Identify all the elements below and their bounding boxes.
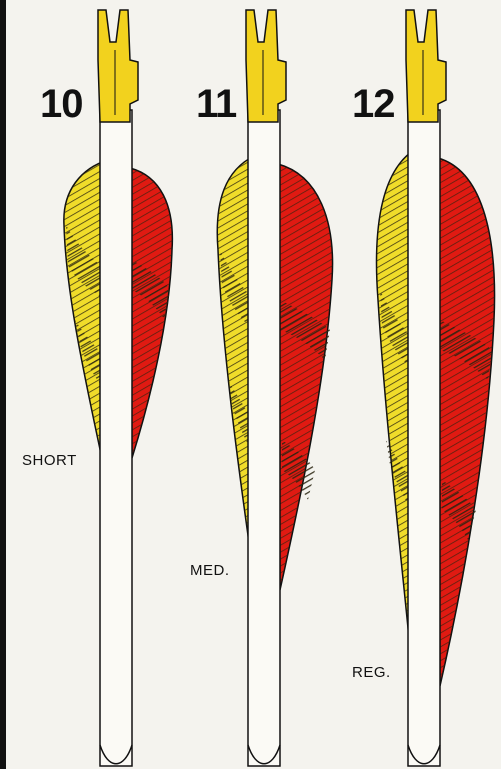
- arrow-shaft-medium: [248, 110, 280, 766]
- length-label-regular: REG.: [352, 664, 391, 681]
- hen-feather-short: [130, 168, 172, 458]
- hen-feather-regular: [438, 158, 495, 686]
- arrow-nock-icon: [246, 10, 286, 122]
- hen-feather-medium: [278, 164, 333, 590]
- arrow-number-12: 12: [352, 84, 395, 124]
- arrow-number-10: 10: [40, 84, 83, 124]
- length-label-short: SHORT: [22, 452, 77, 469]
- length-label-medium: MED.: [190, 562, 230, 579]
- arrow-shaft-regular: [408, 110, 440, 766]
- arrow-nock-icon: [98, 10, 138, 122]
- arrow-shaft-short: [100, 110, 132, 766]
- arrow-number-11: 11: [196, 84, 236, 124]
- arrow-nock-icon: [406, 10, 446, 122]
